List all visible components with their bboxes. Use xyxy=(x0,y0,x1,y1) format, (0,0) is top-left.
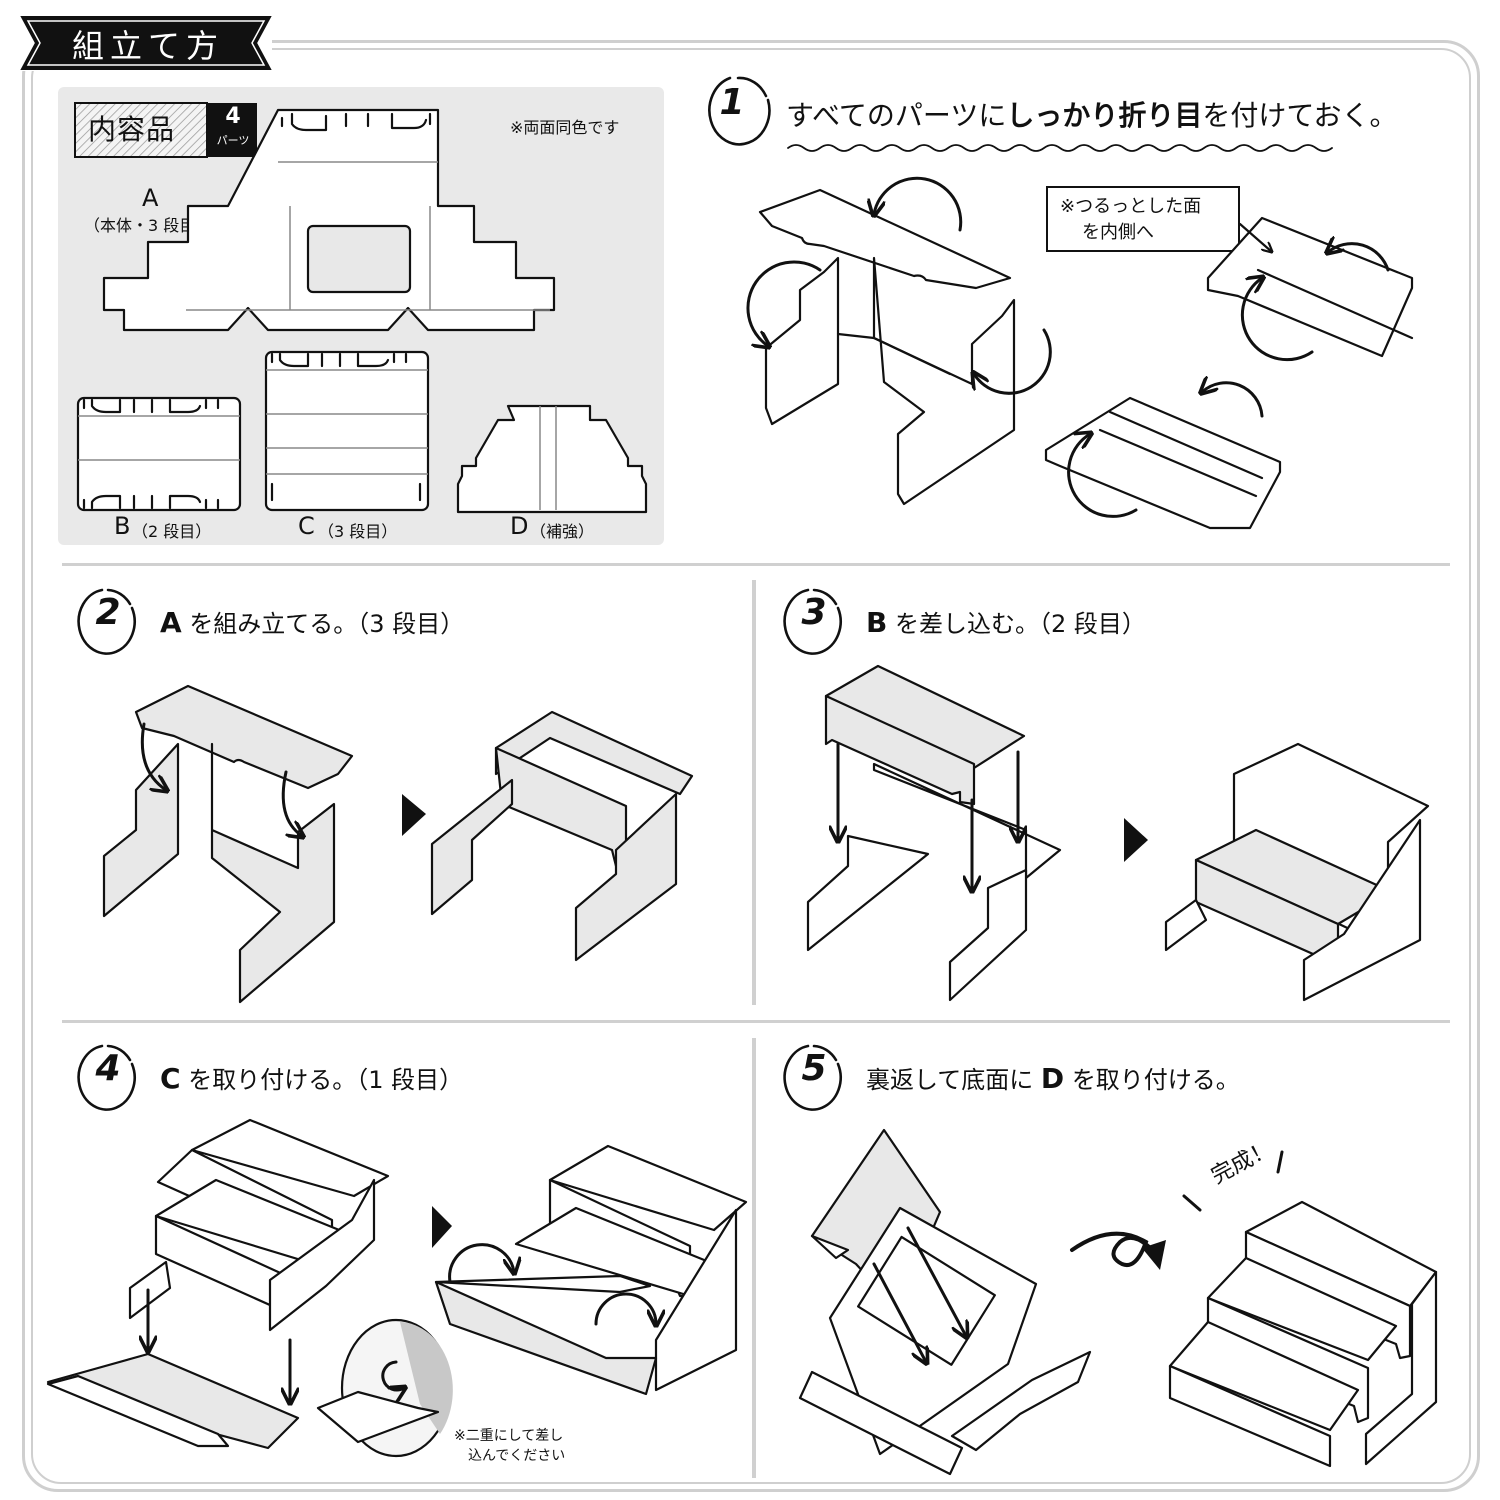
parts-unit: パーツ xyxy=(216,134,250,147)
step5-text: を取り付ける。 xyxy=(1071,1066,1240,1094)
part-c-desc: （3 段目） xyxy=(318,522,398,541)
part-b-flat xyxy=(76,396,242,512)
step3-part: B xyxy=(866,606,888,639)
step1-tray-top-illustration xyxy=(1206,216,1414,362)
divider-col-row2 xyxy=(752,580,756,1005)
step5-part: D xyxy=(1040,1062,1065,1095)
divider-row2 xyxy=(62,1020,1450,1023)
step4-instruction: C を取り付ける。（1 段目） xyxy=(160,1060,463,1095)
note-line1: ※二重にして差し xyxy=(454,1428,564,1444)
page-title: 組立て方 xyxy=(72,27,225,65)
step5-before-illustration xyxy=(798,1128,1092,1476)
double-insert-note: ※二重にして差し 込んでください xyxy=(454,1426,565,1466)
step4-circle-icon xyxy=(77,1044,136,1111)
step2-text: を組み立てる。（3 段目） xyxy=(189,610,465,638)
step3-instruction: B を差し込む。（2 段目） xyxy=(866,604,1146,639)
wavy-underline xyxy=(787,144,1333,152)
part-b-desc: （2 段目） xyxy=(132,522,212,541)
step2-part: A xyxy=(160,606,182,639)
same-color-note: ※両面同色です xyxy=(510,118,620,137)
step4-next-arrow-icon xyxy=(432,1206,452,1248)
step2-instruction: A を組み立てる。（3 段目） xyxy=(160,604,464,639)
callout-line2: を内側へ xyxy=(1082,222,1154,243)
part-a-desc: （本体・3 段目） xyxy=(84,216,212,235)
step5-text-pre: 裏返して底面に xyxy=(866,1066,1034,1094)
part-d-flat xyxy=(456,404,648,514)
part-a-letter: A xyxy=(142,184,159,212)
step2-number: 2 xyxy=(95,592,121,633)
step4-text: を取り付ける。（1 段目） xyxy=(188,1066,464,1094)
step4-number: 4 xyxy=(95,1048,121,1089)
step3-next-arrow-icon xyxy=(1124,818,1148,862)
step4-after-illustration xyxy=(434,1144,748,1396)
step1-instruction: すべてのパーツにしっかり折り目を付けておく。 xyxy=(786,94,1398,134)
step3-before-illustration xyxy=(806,664,1062,1002)
step3-text: を差し込む。（2 段目） xyxy=(894,610,1146,638)
finish-burst-marks xyxy=(1182,1150,1284,1212)
step4-zoom-circle-illustration xyxy=(316,1318,453,1458)
step1-text-post: を付けておく。 xyxy=(1202,99,1398,132)
part-c-letter: C xyxy=(298,512,315,540)
flip-arrow-icon xyxy=(1070,1231,1166,1270)
step4-before-illustration xyxy=(46,1118,390,1450)
step5-finished-stairs-illustration xyxy=(1168,1200,1438,1468)
divider-col-row3 xyxy=(752,1038,756,1478)
step3-after-illustration xyxy=(1164,742,1430,1002)
step1-circle-icon xyxy=(708,76,771,146)
part-d-letter: D xyxy=(510,512,529,540)
parts-count: 4 xyxy=(225,104,241,129)
step1-text-pre: すべてのパーツに xyxy=(786,99,1007,132)
step2-circle-icon xyxy=(77,588,136,655)
callout-line1: ※つるっとした面 xyxy=(1060,196,1202,217)
contents-badge-bg xyxy=(74,102,257,158)
step1-fold-illustration xyxy=(746,176,1052,506)
part-d-desc: （補強） xyxy=(530,522,595,541)
step5-number: 5 xyxy=(801,1048,827,1089)
step2-after-illustration xyxy=(430,710,694,962)
step2-next-arrow-icon xyxy=(402,794,426,836)
part-c-flat xyxy=(264,350,430,512)
note-line2: 込んでください xyxy=(468,1448,566,1464)
inner-frame xyxy=(31,48,1471,1484)
smooth-side-callout: ※つるっとした面 を内側へ xyxy=(1046,186,1240,252)
step5-circle-icon xyxy=(783,1044,842,1111)
step1-tray-bottom-illustration xyxy=(1044,383,1282,530)
banner-shape xyxy=(20,16,272,70)
part-a-flat xyxy=(102,108,556,332)
step4-part: C xyxy=(160,1062,181,1095)
step3-number: 3 xyxy=(801,592,827,633)
contents-label: 内容品 xyxy=(88,113,176,146)
title-banner: 組立て方 xyxy=(20,15,272,71)
part-b-letter: B xyxy=(114,512,131,540)
step3-circle-icon xyxy=(783,588,842,655)
step2-before-illustration xyxy=(102,684,354,1004)
divider-row1 xyxy=(62,563,1450,566)
step5-instruction: 裏返して底面に D を取り付ける。 xyxy=(866,1060,1240,1095)
step1-text-bold: しっかり折り目 xyxy=(1006,99,1203,132)
step1-number: 1 xyxy=(719,82,745,123)
outer-frame xyxy=(22,40,1480,1492)
